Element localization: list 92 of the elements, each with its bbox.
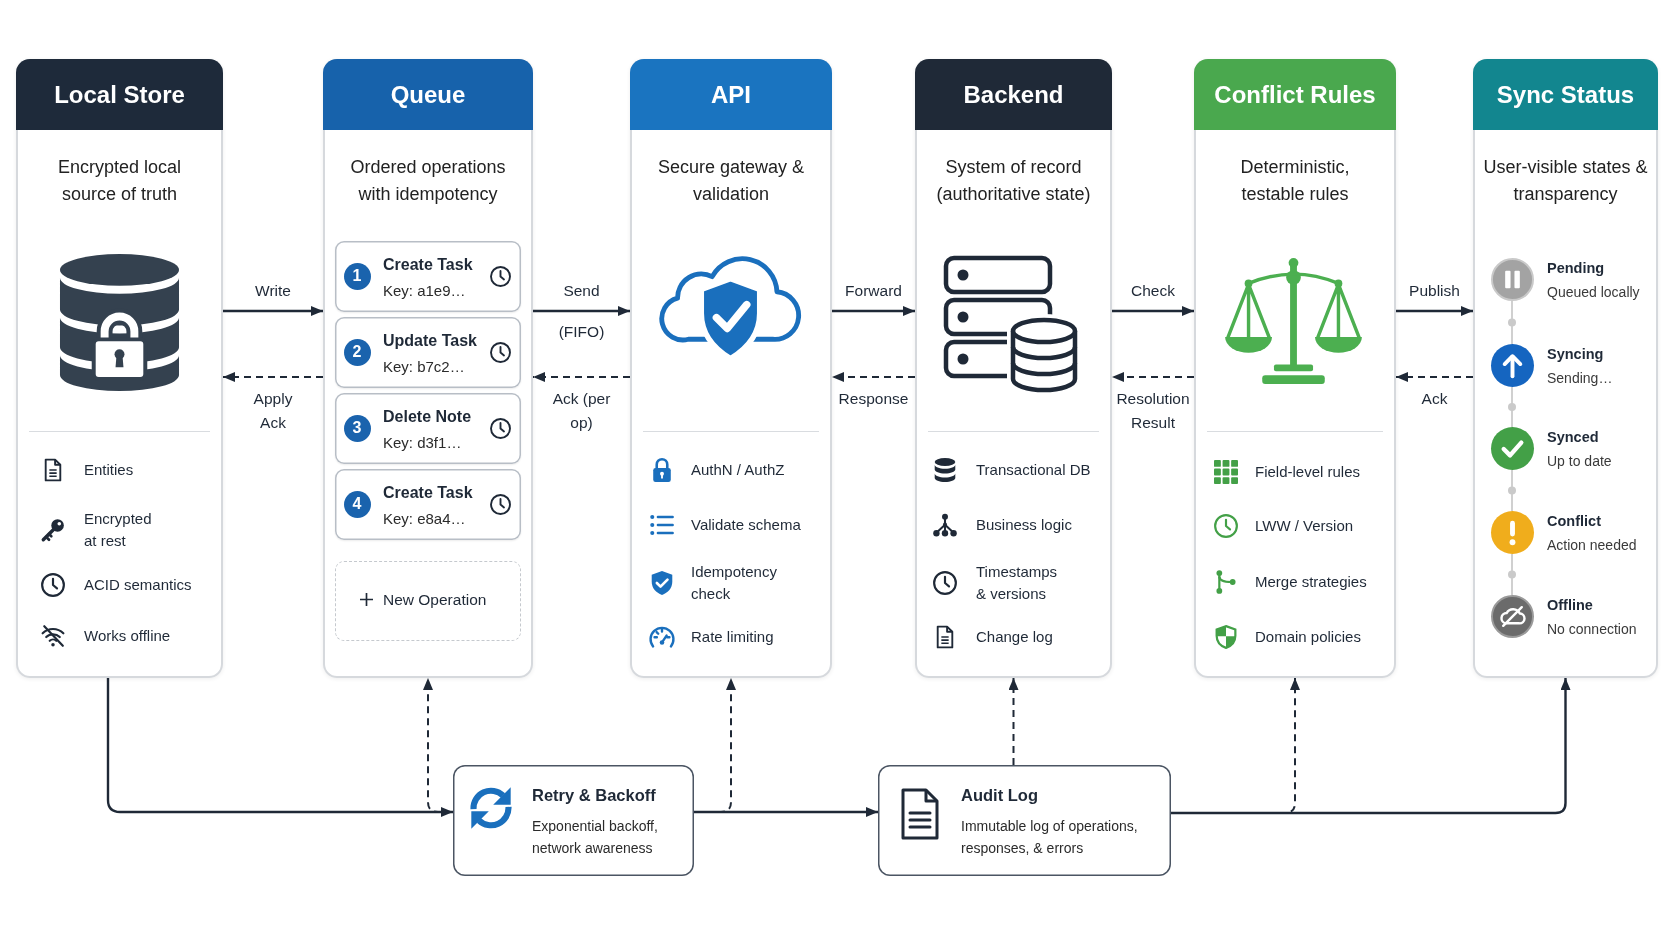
dashed-arrow	[532, 372, 631, 382]
arrow	[106, 678, 453, 817]
status-title: Syncing	[1547, 345, 1604, 363]
panel-header: Queue	[323, 59, 533, 130]
dashed-arrow	[1111, 372, 1195, 382]
slot-label: New Operation	[383, 590, 487, 610]
panel-header: API	[630, 59, 832, 130]
dashed-arrow	[1395, 372, 1474, 382]
feature-label: Validate schema	[691, 515, 802, 535]
panel-subtitle: User-visible states & transparency	[1483, 156, 1648, 206]
feature-label: Merge strategies	[1255, 572, 1368, 592]
status-description: Queued locally	[1547, 283, 1640, 301]
feature-label: Encrypted at rest	[84, 509, 153, 551]
operation-title: Delete Note	[383, 407, 472, 427]
process-title: Audit Log	[961, 785, 1038, 805]
status-description: Up to date	[1547, 452, 1612, 470]
status-title: Pending	[1547, 259, 1605, 277]
column-panel	[1473, 59, 1658, 678]
edge-label: Response	[838, 389, 909, 409]
feature-label: Change log	[976, 627, 1054, 647]
feature-label: Idempotency check	[691, 562, 778, 604]
process-description: Exponential backoff, network awareness	[532, 817, 659, 858]
arrow	[1396, 306, 1473, 316]
status-title: Conflict	[1547, 512, 1601, 530]
feature-label: Domain policies	[1255, 627, 1362, 647]
operation-key: Key: e8a4…	[383, 509, 466, 529]
edge-label: Ack	[1421, 389, 1448, 409]
panel-header: Local Store	[16, 59, 223, 130]
process-title: Retry & Backoff	[532, 785, 656, 805]
feature-label: Entities	[84, 460, 135, 480]
edge-label: Publish	[1409, 281, 1460, 301]
process-box	[878, 765, 1171, 876]
panel-subtitle: Encrypted local source of truth	[56, 156, 183, 206]
feature-label: LWW / Version	[1255, 516, 1355, 536]
panel-header: Backend	[915, 59, 1112, 130]
panel-subtitle: Secure gateway & validation	[656, 156, 806, 206]
dashed-arrow	[831, 372, 916, 382]
queue-item-card	[335, 393, 521, 464]
edge-label: Apply Ack	[252, 389, 294, 433]
feature-label: Transactional DB	[976, 460, 1092, 480]
edge-label: Check	[1131, 281, 1175, 301]
column-panel	[1194, 59, 1396, 678]
step-number: 3	[343, 414, 371, 442]
operation-key: Key: a1e9…	[383, 281, 466, 301]
arrow	[223, 306, 323, 316]
column-panel	[630, 59, 832, 678]
panel-subtitle: Ordered operations with idempotency	[349, 156, 507, 206]
process-description: Immutable log of operations, responses, & errors	[961, 817, 1139, 858]
status-title: Synced	[1547, 428, 1599, 446]
arrow	[533, 306, 630, 316]
feature-label: Works offline	[84, 626, 172, 646]
operation-title: Update Task	[383, 331, 477, 351]
edge-label: Resolution Result	[1115, 389, 1191, 433]
column-panel	[915, 59, 1112, 678]
status-description: Sending…	[1547, 369, 1613, 387]
panel-subtitle: Deterministic, testable rules	[1239, 156, 1351, 206]
process-box	[453, 765, 694, 876]
step-number: 1	[343, 262, 371, 290]
status-description: Action needed	[1547, 536, 1637, 554]
dashed-arrow	[222, 372, 324, 382]
new-operation-slot	[335, 561, 521, 641]
queue-item-card	[335, 469, 521, 540]
feature-label: Business logic	[976, 515, 1073, 535]
operation-title: Create Task	[383, 483, 473, 503]
feature-label: Field-level rules	[1255, 462, 1362, 482]
arrow	[832, 306, 915, 316]
operation-title: Create Task	[383, 255, 473, 275]
panel-header: Sync Status	[1473, 59, 1658, 130]
feature-label: AuthN / AuthZ	[691, 460, 786, 480]
column-panel	[16, 59, 223, 678]
feature-label: Rate limiting	[691, 627, 775, 647]
edge-label: Ack (per op)	[552, 389, 611, 433]
arrow	[694, 807, 878, 817]
dashed-arrow	[1008, 677, 1019, 766]
step-number: 2	[343, 338, 371, 366]
queue-item-card	[335, 241, 521, 312]
column-panel	[323, 59, 533, 678]
panel-subtitle: System of record (authoritative state)	[935, 156, 1092, 206]
status-description: No connection	[1547, 620, 1637, 638]
arrow	[1171, 678, 1571, 815]
edge-label: Forward	[845, 281, 902, 301]
status-title: Offline	[1547, 596, 1593, 614]
step-number: 4	[343, 490, 371, 518]
operation-key: Key: d3f1…	[383, 433, 462, 453]
feature-label: ACID semantics	[84, 575, 193, 595]
operation-key: Key: b7c2…	[383, 357, 465, 377]
queue-item-card	[335, 317, 521, 388]
panel-header: Conflict Rules	[1194, 59, 1396, 130]
arrow	[1112, 306, 1194, 316]
feature-label: Timestamps & versions	[976, 562, 1059, 604]
edge-label: Send (FIFO)	[557, 281, 606, 342]
edge-label: Write	[255, 281, 291, 301]
